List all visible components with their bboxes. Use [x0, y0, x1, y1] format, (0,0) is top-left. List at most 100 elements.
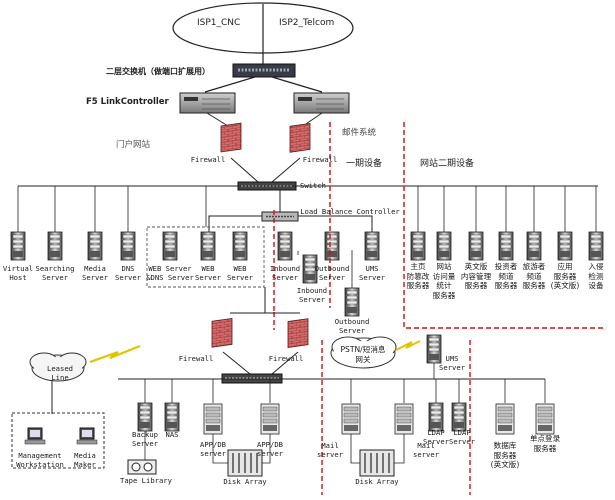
ids-device-label: 入侵 检测 设备 — [588, 262, 604, 290]
investor-server-label: 投资者 频道 服务器 — [494, 262, 518, 290]
firewall-right-icon — [289, 122, 311, 153]
tape-library-icon — [127, 459, 157, 475]
firewall-to-switch-links — [230, 157, 301, 183]
firewall-mid-right-icon — [287, 318, 309, 348]
tier2-links — [297, 250, 353, 288]
media-server-icon — [87, 231, 103, 261]
lightning-leased-icon — [89, 344, 141, 364]
mail-server-2-label: Mail server — [413, 441, 439, 459]
isp2-label: ISP2_Telcom — [279, 18, 335, 28]
isp-cloud-group — [172, 2, 354, 54]
traffic-stats-server-icon — [436, 231, 452, 261]
outbound-server-1-label: Outbound Server — [314, 264, 350, 282]
backup-server-icon — [137, 402, 153, 432]
mail-server-1-icon — [341, 403, 361, 435]
switch-label: Switch — [300, 181, 326, 190]
ids-device-icon — [588, 231, 604, 261]
searching-server-label: Searching Server — [35, 264, 75, 282]
app-server-en-label: 应用 服务器 (英文版) — [550, 262, 580, 290]
mail-system-label: 邮件系统 — [342, 128, 377, 138]
boundary-dashes — [273, 122, 604, 495]
ums-server-2-label: UMS Server — [439, 354, 465, 372]
phase2-server-row — [410, 231, 604, 261]
layer2-switch-label: 二层交换机（做端口扩展用） — [106, 67, 210, 76]
top-bus-drops — [17, 186, 597, 232]
switch-to-f5-links — [204, 76, 323, 93]
leased-line-label: Leased Line — [47, 364, 73, 382]
disk-array-left-icon — [227, 449, 263, 477]
outbound-server-1-icon — [324, 231, 340, 261]
disk-array-left-label: Disk Array — [223, 477, 267, 486]
mail-server-1-label: Mail server — [317, 441, 343, 459]
ldap-server-2-icon — [451, 402, 467, 432]
workstation-group-box — [11, 412, 105, 469]
mail-server-2-icon — [394, 403, 414, 435]
nas-label: NAS — [165, 430, 179, 439]
en-cms-server-label: 英文版 内容管理 服务器 — [460, 262, 492, 290]
ums-server-1-icon — [364, 231, 380, 261]
f5-device-right — [293, 92, 350, 114]
disk-array-right-links — [350, 434, 405, 464]
portal-label: 门户网站 — [116, 140, 151, 150]
disk-array-right-icon — [359, 449, 395, 477]
app-db-server-1-icon — [203, 403, 223, 435]
pstn-label: PSTN/短消息 网关 — [340, 345, 386, 364]
inbound-server-2-label: Inbound Server — [296, 286, 328, 304]
firewall-mid-right-label: Firewall — [268, 354, 304, 363]
app-db-server-2-label: APP/DB server — [257, 440, 283, 458]
f5-device-left — [179, 92, 236, 114]
web-server-1-icon — [200, 231, 216, 261]
media-maker-label: Media Maker — [74, 451, 96, 469]
phase1-label: 一期设备 — [346, 159, 383, 169]
anti-tamper-server-label: 主页 防篡改 服务器 — [406, 262, 430, 290]
web-server-2-icon — [232, 231, 248, 261]
ldap-server-1-label: LDAP Server — [423, 428, 449, 446]
backup-server-label: Backup Server — [132, 430, 158, 448]
firewall-left-icon — [220, 122, 242, 153]
db-server-en-label: 数据库 服务器 (英文版) — [490, 441, 520, 469]
sso-server-label: 单点登录 服务器 — [529, 434, 561, 453]
management-pc-icon — [24, 427, 46, 445]
phase2-label: 网站二期设备 — [420, 159, 475, 169]
inbound-server-1-label: Inbound Server — [269, 264, 301, 282]
isp1-label: ISP1_CNC — [197, 18, 241, 28]
disk-array-left-links — [212, 434, 271, 464]
virtual-host-icon — [10, 231, 26, 261]
web-server-dns-label: WEB Server &DNS Server — [146, 264, 194, 282]
lower-bus-drops — [144, 379, 546, 403]
lbc-label: Load Balance Controller — [300, 207, 400, 216]
dns-server-label: DNS Server — [115, 264, 141, 282]
app-db-server-1-label: APP/DB server — [200, 440, 226, 458]
ldap-server-2-label: LDAP Server — [449, 428, 475, 446]
top-server-row — [10, 231, 380, 261]
sso-server-icon — [535, 403, 555, 435]
dns-server-icon — [120, 231, 136, 261]
firewall-mid-left-icon — [211, 317, 233, 348]
media-server-label: Media Server — [82, 264, 108, 282]
en-cms-server-icon — [468, 231, 484, 261]
traffic-stats-server-label: 网站 访问量 统计 服务器 — [432, 262, 456, 300]
app-server-en-icon — [557, 231, 573, 261]
ums-server-1-label: UMS Server — [359, 264, 385, 282]
disk-array-right-label: Disk Array — [355, 477, 399, 486]
phase2-boundary-line — [403, 122, 604, 329]
firewall-to-lower-switch — [222, 351, 299, 375]
f5-label: F5 LinkController — [86, 97, 169, 107]
web-server-2-label: WEB Server — [227, 264, 253, 282]
pstn-cloud — [330, 336, 397, 369]
management-label: Management Workstation — [16, 451, 64, 469]
lightning-pstn-icon — [395, 340, 421, 351]
outbound-server-2-label: Outbound Server — [334, 317, 370, 335]
nas-icon — [164, 402, 180, 432]
ldap-server-1-icon — [428, 402, 444, 432]
leased-line-cloud — [29, 352, 87, 382]
anti-tamper-server-icon — [410, 231, 426, 261]
tourist-server-label: 旅游者 频道 服务器 — [522, 262, 546, 290]
investor-server-icon — [498, 231, 514, 261]
tourist-server-icon — [526, 231, 542, 261]
media-maker-pc-icon — [76, 427, 98, 445]
searching-server-icon — [47, 231, 63, 261]
outbound-server-2-icon — [344, 287, 360, 317]
firewall-mid-left-label: Firewall — [178, 354, 214, 363]
